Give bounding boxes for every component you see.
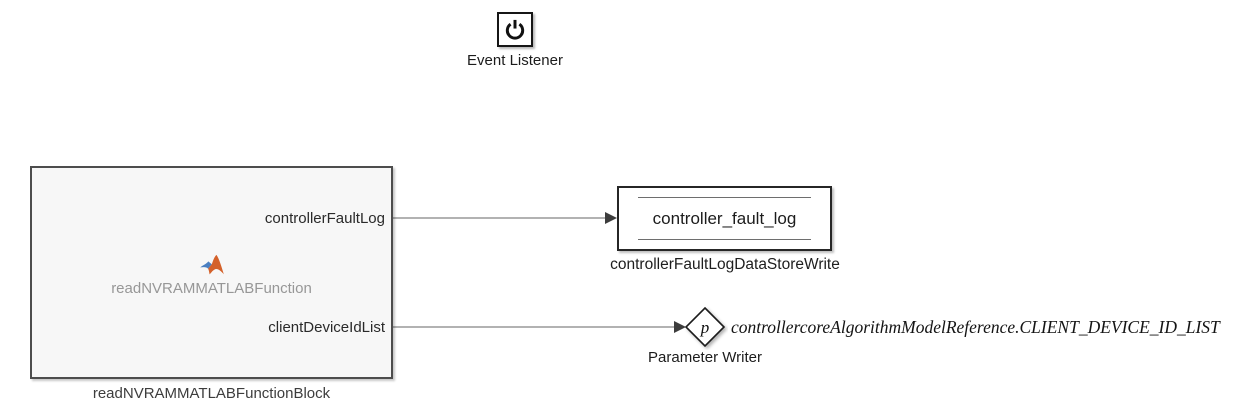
event-listener-block[interactable] — [497, 12, 533, 47]
outport-label-clientDeviceIdList: clientDeviceIdList — [268, 319, 385, 336]
matlab-logo-icon — [199, 254, 224, 275]
data-store-write-block[interactable]: controller_fault_log — [617, 186, 832, 251]
outport-label-controllerFaultLog: controllerFaultLog — [264, 210, 385, 227]
data-store-bottom-rule — [638, 239, 811, 240]
event-listener-label[interactable]: Event Listener — [467, 52, 563, 69]
matlab-function-block[interactable]: readNVRAMMATLABFunction controllerFaultL… — [30, 166, 393, 379]
arrowhead-icon — [605, 212, 617, 224]
parameter-writer-block[interactable]: p — [684, 306, 728, 350]
matlab-function-block-label[interactable]: readNVRAMMATLABFunctionBlock — [92, 385, 331, 402]
parameter-writer-diamond[interactable] — [684, 306, 726, 348]
matlab-function-name: readNVRAMMATLABFunction — [111, 280, 312, 297]
parameter-writer-block-label[interactable]: Parameter Writer — [648, 349, 762, 366]
arrowhead-icon — [674, 321, 686, 333]
data-store-top-rule — [638, 197, 811, 198]
parameter-name-annotation: controllercoreAlgorithmModelReference.CL… — [731, 317, 1220, 337]
data-store-name: controller_fault_log — [652, 208, 797, 228]
data-store-write-block-label[interactable]: controllerFaultLogDataStoreWrite — [610, 256, 840, 273]
parameter-writer-symbol: p — [700, 318, 710, 337]
power-icon — [505, 19, 525, 40]
